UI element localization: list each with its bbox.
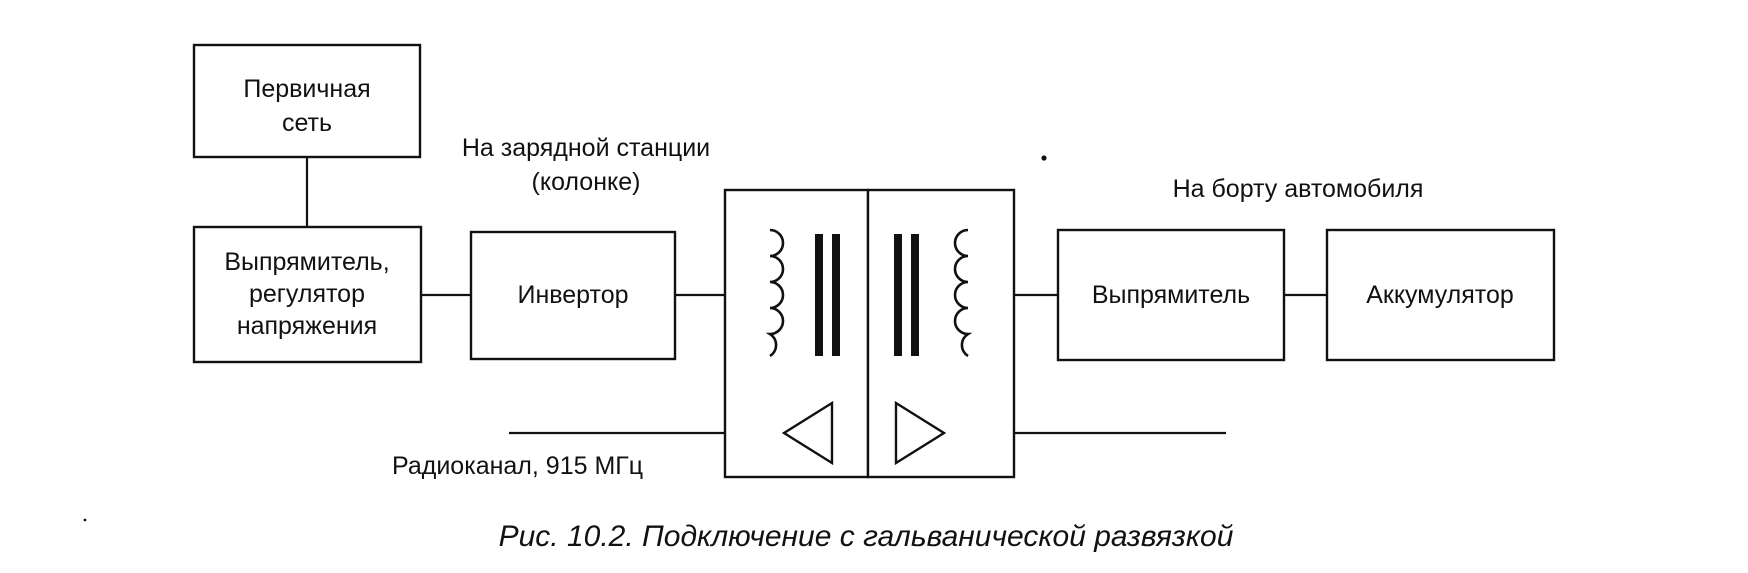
- vehicle-rectifier-block: [1056, 228, 1286, 362]
- scan-speck-dot: [1041, 155, 1047, 161]
- vehicle-annotation: На борту автомобиля: [1173, 175, 1424, 203]
- secondary-core-bar-2: [911, 234, 919, 356]
- radio-transmitter-triangle-icon: [894, 400, 947, 466]
- scan-speck-dot-small: [83, 518, 87, 522]
- secondary-coil-icon: [953, 228, 973, 358]
- primary-core-bar-2: [832, 234, 840, 356]
- isolation-coupler: [723, 188, 1016, 479]
- primary-network-label-line1: Первичная: [243, 75, 370, 103]
- primary-network-label-line2: сеть: [282, 109, 332, 137]
- rectifier-regulator-label-line1: Выпрямитель,: [224, 248, 389, 276]
- inverter-label: Инвертор: [517, 281, 628, 309]
- radio-receiver-triangle-icon: [781, 400, 834, 466]
- primary-coil-icon: [765, 228, 785, 358]
- radio-channel-label: Радиоканал, 915 МГц: [392, 452, 643, 480]
- coupler-vehicle-half: [866, 188, 1016, 479]
- battery-label: Аккумулятор: [1366, 281, 1514, 309]
- rectifier-regulator-label-line3: напряжения: [237, 312, 377, 340]
- vehicle-rectifier-label: Выпрямитель: [1092, 281, 1250, 309]
- inverter-block: [469, 230, 677, 361]
- station-annotation-line2: (колонке): [532, 168, 641, 196]
- station-annotation-line1: На зарядной станции: [462, 134, 710, 162]
- primary-network-block: [192, 43, 422, 159]
- rectifier-regulator-label-line2: регулятор: [249, 280, 365, 308]
- primary-core-bar-1: [815, 234, 823, 356]
- secondary-core-bar-1: [894, 234, 902, 356]
- rectifier-regulator-block: [192, 225, 423, 364]
- figure-caption: Рис. 10.2. Подключение с гальванической …: [499, 520, 1234, 553]
- battery-block: [1325, 228, 1556, 362]
